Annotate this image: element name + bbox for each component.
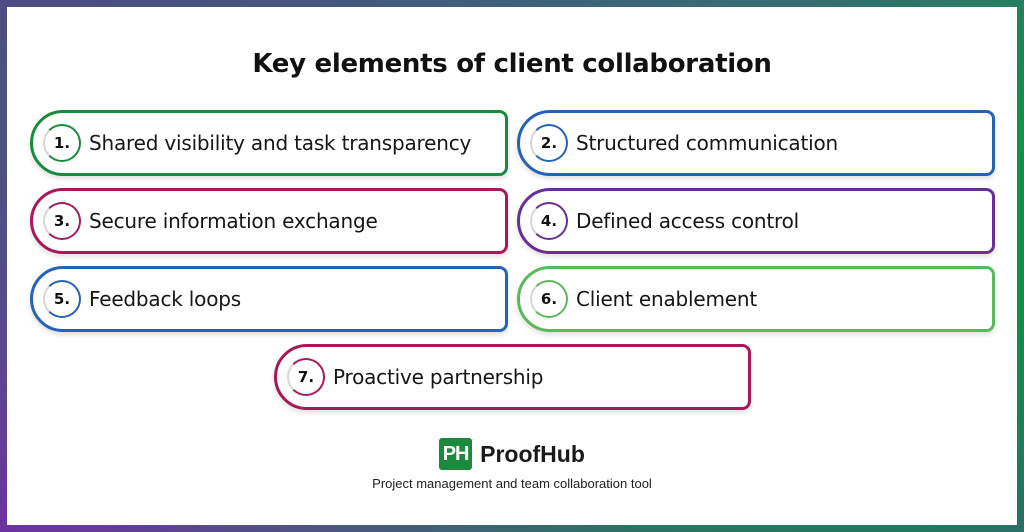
element-card-2: 2. Structured communication: [517, 110, 995, 176]
number-badge: 2.: [530, 124, 568, 162]
element-card-6: 6. Client enablement: [517, 266, 995, 332]
page-title: Key elements of client collaboration: [252, 49, 772, 79]
number-badge: 7.: [287, 358, 325, 396]
element-card-3: 3. Secure information exchange: [30, 188, 508, 254]
element-label: Secure information exchange: [89, 209, 378, 233]
element-label: Defined access control: [576, 209, 800, 233]
number-badge: 6.: [530, 280, 568, 318]
brand-name: ProofHub: [480, 440, 585, 467]
element-card-5: 5. Feedback loops: [30, 266, 508, 332]
element-label: Proactive partnership: [333, 365, 544, 389]
element-label: Structured communication: [576, 131, 838, 155]
element-label: Shared visibility and task transparency: [89, 131, 472, 155]
brand-logo: PH ProofHub: [0, 438, 1024, 470]
number-badge: 1.: [43, 124, 81, 162]
number-badge: 4.: [530, 202, 568, 240]
element-card-7: 7. Proactive partnership: [274, 344, 751, 410]
number-badge: 5.: [43, 280, 81, 318]
proofhub-logo-icon: PH: [439, 438, 473, 470]
element-card-4: 4. Defined access control: [517, 188, 995, 254]
element-card-1: 1. Shared visibility and task transparen…: [30, 110, 508, 176]
element-label: Feedback loops: [89, 287, 241, 311]
element-label: Client enablement: [576, 287, 757, 311]
brand-tagline: Project management and team collaboratio…: [372, 476, 652, 491]
number-badge: 3.: [43, 202, 81, 240]
